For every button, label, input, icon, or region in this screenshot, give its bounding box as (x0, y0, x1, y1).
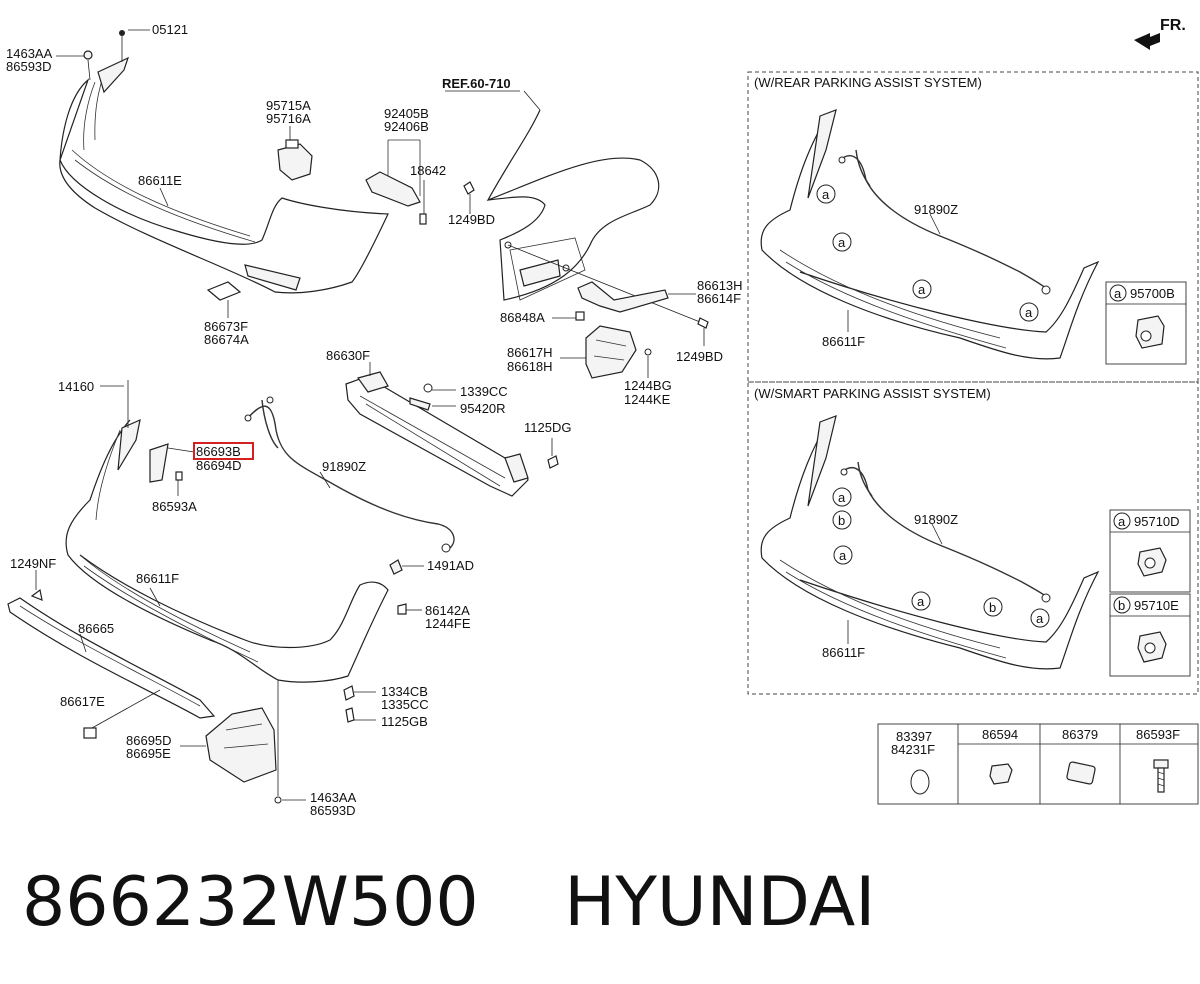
label-91890Z: 91890Z (322, 459, 366, 474)
rear-sensor-code: 95700B (1130, 286, 1175, 301)
label-1249BD-b: 1249BD (676, 349, 723, 364)
table-cell-1-code-1: 83397 (896, 729, 932, 744)
label-1339CC: 1339CC (460, 384, 508, 399)
smart-panel-title: (W/SMART PARKING ASSIST SYSTEM) (754, 386, 991, 401)
bracket-86695D (180, 707, 277, 783)
label-1125DG: 1125DG (524, 420, 571, 435)
table-cell-2-code: 86594 (982, 727, 1018, 742)
bracket-86617H (560, 325, 652, 379)
label-86665: 86665 (78, 621, 114, 636)
part-labels: 05121 1463AA 86593D 95715A 95716A 92405B… (6, 22, 743, 818)
table-cell-3-code: 86379 (1062, 727, 1098, 742)
front-label: FR. (1160, 17, 1186, 34)
label-1463AA-bot: 1463AA (310, 790, 357, 805)
label-86693B-highlighted: 86693B (196, 444, 241, 459)
rear-panel-title: (W/REAR PARKING ASSIST SYSTEM) (754, 75, 982, 90)
label-86848A: 86848A (500, 310, 545, 325)
pad-icon (1066, 761, 1096, 785)
smart-sensor-b-marker: b (1118, 598, 1125, 613)
smart-sensor-a-code: 95710D (1134, 514, 1180, 529)
rear-marker-a-2: a (838, 235, 846, 250)
label-86695E: 86695E (126, 746, 171, 761)
label-86618H: 86618H (507, 359, 553, 374)
smart-harness-label: 91890Z (914, 512, 958, 527)
parking-sensor-icon (1135, 315, 1165, 349)
smart-bumper-label: 86611F (822, 645, 865, 660)
rear-sensor-marker: a (1114, 286, 1122, 301)
label-1463AA-top: 1463AA (6, 46, 53, 61)
label-18642: 18642 (410, 163, 446, 178)
ref-label: REF.60-710 (442, 76, 511, 91)
rear-marker-a-4: a (1025, 305, 1033, 320)
exploded-parts-diagram: FR. (6, 17, 1199, 818)
lower-skirt-86665 (7, 597, 216, 739)
label-95420R: 95420R (460, 401, 506, 416)
label-86593D-top: 86593D (6, 59, 52, 74)
label-86630F: 86630F (326, 348, 370, 363)
label-95716A: 95716A (266, 111, 311, 126)
smart-sensor-a-marker: a (1118, 514, 1126, 529)
side-bracket-86613H (552, 281, 709, 346)
wiring-harness-91890Z (244, 396, 455, 553)
front-arrow-icon (1134, 33, 1160, 50)
footer-caption: 866232W500 HYUNDAI (22, 858, 1182, 948)
smart-parking-assist-panel: (W/SMART PARKING ASSIST SYSTEM) a b a a … (747, 381, 1199, 695)
label-14160: 14160 (58, 379, 94, 394)
label-86614F: 86614F (697, 291, 741, 306)
label-92405B: 92405B (384, 106, 429, 121)
lower-bumper-cover-86611F (30, 380, 424, 804)
rear-harness-label: 91890Z (914, 202, 958, 217)
label-86611E: 86611E (138, 173, 182, 188)
label-1249NF: 1249NF (10, 556, 56, 571)
rear-marker-a-1: a (822, 187, 830, 202)
body-panel-ref (445, 90, 701, 323)
label-1334CB: 1334CB (381, 684, 428, 699)
label-86617H: 86617H (507, 345, 553, 360)
label-95715A: 95715A (266, 98, 311, 113)
upper-bumper-cover (56, 29, 389, 318)
smart-marker-a-3: a (917, 594, 925, 609)
label-86673F: 86673F (204, 319, 248, 334)
smart-marker-b-1: b (838, 513, 845, 528)
rear-bumper-label: 86611F (822, 334, 865, 349)
smart-marker-a-4: a (1036, 611, 1044, 626)
label-86695D: 86695D (126, 733, 172, 748)
front-direction-indicator: FR. (1134, 17, 1186, 50)
label-1125GB: 1125GB (381, 714, 428, 729)
table-cell-4-code: 86593F (1136, 727, 1180, 742)
screw-icon (1153, 759, 1169, 793)
smart-marker-a-1: a (838, 490, 846, 505)
label-1491AD: 1491AD (427, 558, 474, 573)
sensor-unit-95715A (277, 126, 313, 181)
label-1335CC: 1335CC (381, 697, 429, 712)
label-05121: 05121 (152, 22, 188, 37)
label-86142A: 86142A (425, 603, 470, 618)
reflector-92405B (365, 139, 475, 225)
label-1244FE: 1244FE (425, 616, 471, 631)
highlight-box (193, 442, 254, 460)
brand-name: HYUNDAI (564, 863, 876, 942)
table-cell-1-code-2: 84231F (891, 742, 935, 757)
label-92406B: 92406B (384, 119, 429, 134)
label-1244KE: 1244KE (624, 392, 671, 407)
label-86613H: 86613H (697, 278, 743, 293)
impact-beam-86630F (345, 362, 559, 497)
smart-marker-a-2: a (839, 548, 847, 563)
label-86593D-bot: 86593D (310, 803, 356, 818)
common-parts-table: 83397 84231F 86594 86379 86593F (877, 723, 1199, 805)
label-86617E: 86617E (60, 694, 105, 709)
label-86694D: 86694D (196, 458, 242, 473)
label-1244BG: 1244BG (624, 378, 672, 393)
label-86674A: 86674A (204, 332, 249, 347)
part-number: 866232W500 (22, 863, 479, 942)
label-86611F: 86611F (136, 571, 179, 586)
label-86593A: 86593A (152, 499, 197, 514)
rear-parking-assist-panel: (W/REAR PARKING ASSIST SYSTEM) a a a a 9… (747, 71, 1199, 383)
rear-marker-a-3: a (918, 282, 926, 297)
clip-nut-icon (989, 763, 1013, 785)
plug-cap-icon (910, 769, 930, 795)
label-1249BD-a: 1249BD (448, 212, 495, 227)
smart-marker-b-2: b (989, 600, 996, 615)
smart-sensor-b-code: 95710E (1134, 598, 1179, 613)
